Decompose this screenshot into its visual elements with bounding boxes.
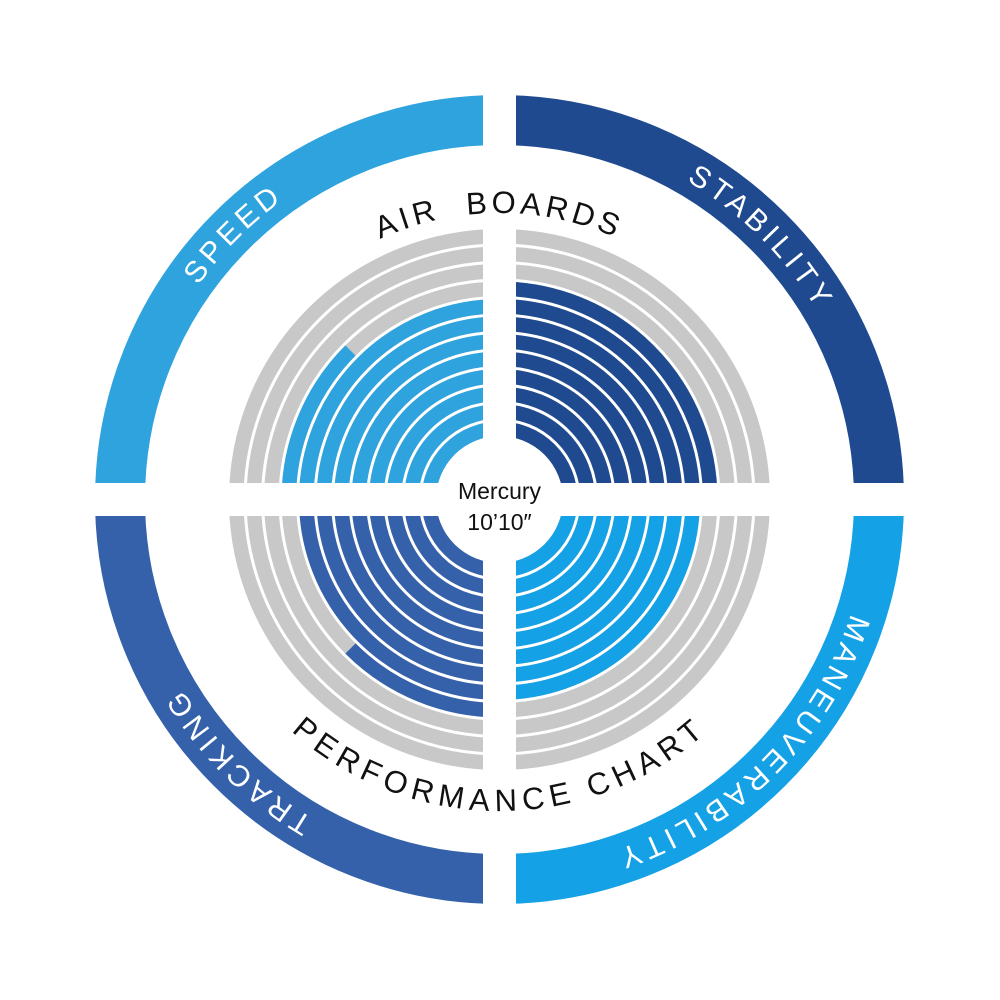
board-size: 10’10″ xyxy=(467,509,531,535)
outer-arc-tracking xyxy=(95,499,500,904)
ring-fill-speed-4 xyxy=(369,369,500,500)
ring-fill-tracking-7 xyxy=(316,499,500,683)
ring-fill-tracking-4 xyxy=(369,499,500,630)
label-tracking: TRACKING xyxy=(158,682,317,841)
ring-empty-maneuverability-12 xyxy=(499,499,770,770)
ring-empty-stability-11 xyxy=(499,246,753,500)
ring-empty-speed-10 xyxy=(264,264,500,500)
ring-fill-speed-8 xyxy=(299,299,500,500)
ring-fill-maneuverability-6 xyxy=(499,499,665,665)
ring-fill-tracking-5 xyxy=(351,499,500,648)
outer-arc-stability xyxy=(499,95,904,500)
ring-empty-speed-11 xyxy=(246,246,500,500)
ring-empty-maneuverability-11 xyxy=(499,499,753,753)
center-hole xyxy=(437,437,562,562)
ring-empty-speed-12 xyxy=(229,229,500,500)
ring-fill-stability-2 xyxy=(499,404,595,500)
ring-empty-tracking-12 xyxy=(229,499,500,770)
ring-fill-stability-8 xyxy=(499,299,700,500)
ring-fill-tracking-3 xyxy=(386,499,500,613)
ring-fill-speed-3 xyxy=(386,386,500,500)
ring-fill-stability-9 xyxy=(499,281,718,500)
ring-fill-maneuverability-4 xyxy=(499,499,630,630)
ring-empty-stability-12 xyxy=(499,229,770,500)
ring-fill-stability-4 xyxy=(499,369,630,500)
label-speed: SPEED xyxy=(177,177,289,289)
ring-fill-speed-2 xyxy=(404,404,500,500)
ring-fill-stability-6 xyxy=(499,334,665,500)
board-name: Mercury xyxy=(458,478,542,504)
ring-empty-maneuverability-10 xyxy=(499,499,735,735)
outer-ring xyxy=(95,95,904,904)
ring-fill-speed-6 xyxy=(334,334,500,500)
ring-fill-speed-9 xyxy=(281,345,356,500)
ring-fill-stability-5 xyxy=(499,351,648,500)
outer-arc-maneuverability xyxy=(499,499,904,904)
label-stability: STABILITY xyxy=(683,158,841,316)
ring-fill-maneuverability-7 xyxy=(499,499,683,683)
ring-fill-maneuverability-5 xyxy=(499,499,648,648)
ring-fill-tracking-8 xyxy=(299,499,500,700)
ring-fill-stability-3 xyxy=(499,386,613,500)
ring-fill-tracking-6 xyxy=(334,499,500,665)
ring-empty-stability-10 xyxy=(499,264,735,500)
ring-fill-maneuverability-8 xyxy=(499,499,700,700)
ring-fill-speed-7 xyxy=(316,316,500,500)
ring-empty-tracking-10 xyxy=(264,499,500,735)
ring-empty-tracking-11 xyxy=(246,499,500,753)
outer-arc-speed xyxy=(95,95,500,500)
inner-rings xyxy=(229,229,770,770)
ring-fill-maneuverability-3 xyxy=(499,499,613,613)
ring-fill-tracking-9 xyxy=(345,643,500,718)
ring-fill-maneuverability-2 xyxy=(499,499,595,595)
ring-empty-maneuverability-9 xyxy=(499,499,718,718)
ring-fill-tracking-2 xyxy=(404,499,500,595)
ring-fill-stability-7 xyxy=(499,316,683,500)
ring-fill-speed-5 xyxy=(351,351,500,500)
